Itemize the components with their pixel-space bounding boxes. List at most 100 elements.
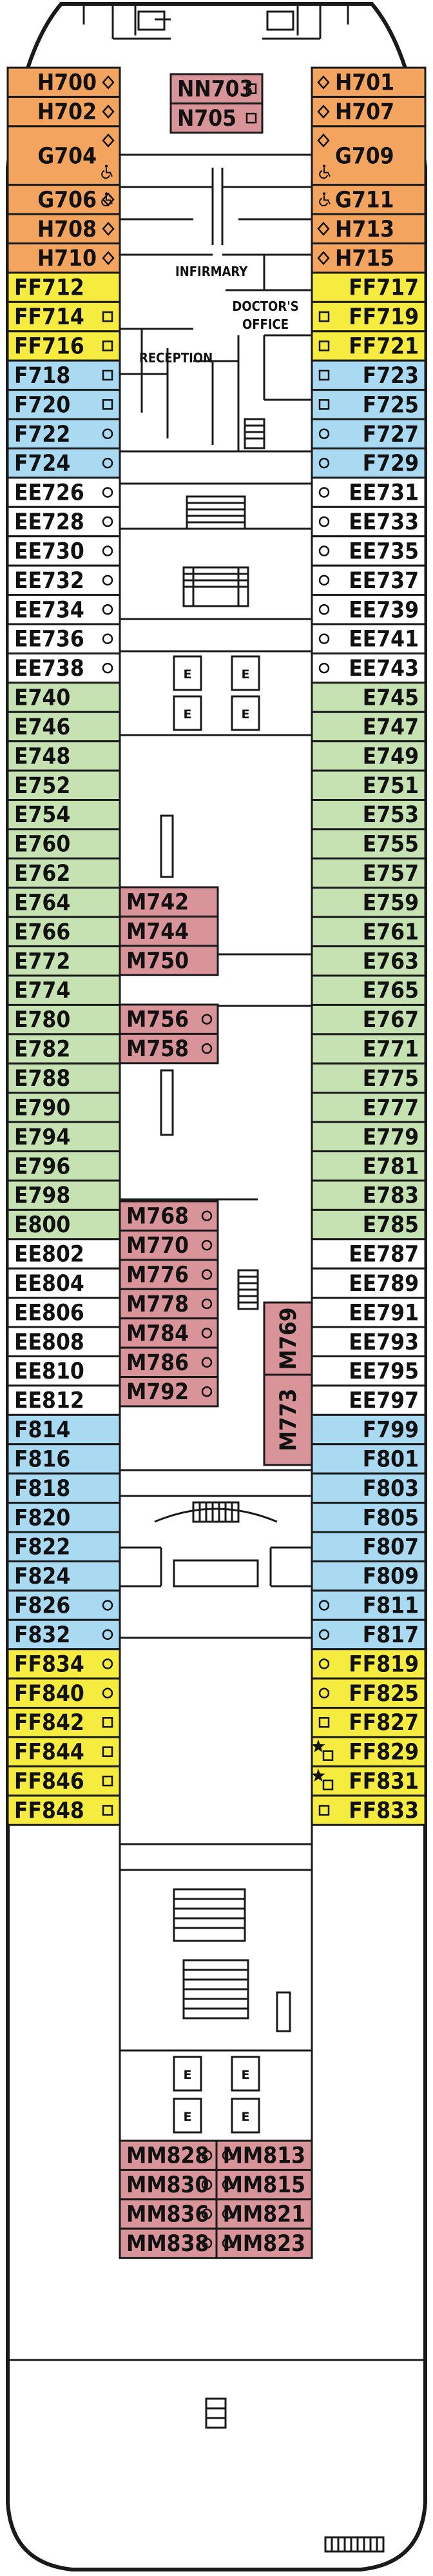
cabin-ff833[interactable]: FF833	[311, 1794, 427, 1826]
cabin-f722[interactable]: F722	[6, 418, 121, 449]
cabin-ee733[interactable]: EE733	[311, 506, 427, 538]
cabin-f718[interactable]: F718	[6, 359, 121, 391]
cabin-e800[interactable]: E800	[6, 1208, 121, 1241]
cabin-f816[interactable]: F816	[6, 1443, 121, 1475]
cabin-m758[interactable]: M758	[119, 1032, 219, 1065]
cabin-f803[interactable]: F803	[311, 1472, 427, 1504]
cabin-e765[interactable]: E765	[311, 974, 427, 1006]
cabin-e764[interactable]: E764	[6, 887, 121, 918]
cabin-ee789[interactable]: EE789	[311, 1267, 427, 1299]
cabin-m769[interactable]: M769	[263, 1301, 313, 1376]
cabin-e763[interactable]: E763	[311, 945, 427, 977]
cabin-ee730[interactable]: EE730	[6, 535, 121, 567]
cabin-f809[interactable]: F809	[311, 1560, 427, 1592]
cabin-f832[interactable]: F832	[6, 1618, 121, 1651]
cabin-ee735[interactable]: EE735	[311, 535, 427, 567]
cabin-f799[interactable]: F799	[311, 1413, 427, 1446]
cabin-m742[interactable]: M742	[119, 886, 219, 918]
cabin-ff712[interactable]: FF712	[6, 271, 121, 303]
cabin-e761[interactable]: E761	[311, 916, 427, 948]
cabin-m773[interactable]: M773	[263, 1373, 313, 1466]
cabin-ff827[interactable]: FF827	[311, 1707, 427, 1738]
cabin-e772[interactable]: E772	[6, 945, 121, 977]
cabin-ee795[interactable]: EE795	[311, 1355, 427, 1387]
cabin-mm823[interactable]: MM823	[215, 2227, 313, 2259]
cabin-m768[interactable]: M768	[119, 1200, 219, 1232]
cabin-e781[interactable]: E781	[311, 1150, 427, 1182]
cabin-ff831[interactable]: FF831	[311, 1765, 427, 1797]
cabin-ee731[interactable]: EE731	[311, 477, 427, 508]
cabin-e757[interactable]: E757	[311, 857, 427, 889]
cabin-e751[interactable]: E751	[311, 769, 427, 801]
cabin-ee791[interactable]: EE791	[311, 1297, 427, 1328]
cabin-e766[interactable]: E766	[6, 916, 121, 948]
cabin-e767[interactable]: E767	[311, 1003, 427, 1036]
cabin-g709[interactable]: G709	[311, 125, 427, 186]
cabin-h713[interactable]: H713	[311, 213, 427, 245]
cabin-ee728[interactable]: EE728	[6, 506, 121, 538]
cabin-ff716[interactable]: FF716	[6, 330, 121, 362]
cabin-m784[interactable]: M784	[119, 1317, 219, 1349]
cabin-ee726[interactable]: EE726	[6, 477, 121, 508]
cabin-ee738[interactable]: EE738	[6, 652, 121, 684]
cabin-g711[interactable]: G711	[311, 184, 427, 215]
cabin-h710[interactable]: H710	[6, 242, 121, 274]
cabin-e749[interactable]: E749	[311, 740, 427, 772]
cabin-ee743[interactable]: EE743	[311, 652, 427, 684]
cabin-mm813[interactable]: MM813	[215, 2139, 313, 2171]
cabin-ff721[interactable]: FF721	[311, 330, 427, 362]
cabin-g706[interactable]: G706	[6, 184, 121, 215]
cabin-mm821[interactable]: MM821	[215, 2198, 313, 2230]
cabin-e775[interactable]: E775	[311, 1062, 427, 1094]
cabin-f720[interactable]: F720	[6, 389, 121, 420]
cabin-e796[interactable]: E796	[6, 1150, 121, 1182]
cabin-ff848[interactable]: FF848	[6, 1794, 121, 1826]
cabin-ee737[interactable]: EE737	[311, 564, 427, 596]
cabin-f807[interactable]: F807	[311, 1531, 427, 1562]
cabin-ff717[interactable]: FF717	[311, 271, 427, 303]
cabin-e762[interactable]: E762	[6, 857, 121, 889]
cabin-e747[interactable]: E747	[311, 711, 427, 743]
cabin-f729[interactable]: F729	[311, 447, 427, 479]
cabin-ee810[interactable]: EE810	[6, 1355, 121, 1387]
cabin-g704[interactable]: G704	[6, 125, 121, 186]
cabin-e788[interactable]: E788	[6, 1062, 121, 1094]
cabin-f801[interactable]: F801	[311, 1443, 427, 1475]
cabin-ff840[interactable]: FF840	[6, 1677, 121, 1709]
cabin-f811[interactable]: F811	[311, 1589, 427, 1621]
cabin-ee812[interactable]: EE812	[6, 1384, 121, 1416]
cabin-mm836[interactable]: MM836	[119, 2198, 218, 2230]
cabin-ee806[interactable]: EE806	[6, 1297, 121, 1328]
cabin-e794[interactable]: E794	[6, 1121, 121, 1153]
cabin-e790[interactable]: E790	[6, 1092, 121, 1123]
cabin-e779[interactable]: E779	[311, 1121, 427, 1153]
cabin-ee787[interactable]: EE787	[311, 1238, 427, 1270]
cabin-e759[interactable]: E759	[311, 887, 427, 918]
cabin-f723[interactable]: F723	[311, 359, 427, 391]
cabin-ee741[interactable]: EE741	[311, 623, 427, 654]
cabin-f727[interactable]: F727	[311, 418, 427, 449]
cabin-e740[interactable]: E740	[6, 682, 121, 713]
cabin-ee797[interactable]: EE797	[311, 1384, 427, 1416]
cabin-h715[interactable]: H715	[311, 242, 427, 274]
cabin-f818[interactable]: F818	[6, 1472, 121, 1504]
cabin-f814[interactable]: F814	[6, 1413, 121, 1446]
cabin-f820[interactable]: F820	[6, 1502, 121, 1533]
cabin-f817[interactable]: F817	[311, 1618, 427, 1651]
cabin-mm828[interactable]: MM828	[119, 2139, 218, 2171]
cabin-n705[interactable]: N705	[169, 102, 264, 134]
cabin-ff819[interactable]: FF819	[311, 1648, 427, 1680]
cabin-h707[interactable]: H707	[311, 95, 427, 128]
cabin-f725[interactable]: F725	[311, 389, 427, 420]
cabin-e753[interactable]: E753	[311, 799, 427, 831]
cabin-e745[interactable]: E745	[311, 682, 427, 713]
cabin-h708[interactable]: H708	[6, 213, 121, 245]
cabin-e774[interactable]: E774	[6, 974, 121, 1006]
cabin-ff846[interactable]: FF846	[6, 1765, 121, 1797]
cabin-m744[interactable]: M744	[119, 915, 219, 947]
cabin-ff719[interactable]: FF719	[311, 300, 427, 333]
cabin-ff714[interactable]: FF714	[6, 300, 121, 333]
cabin-ee739[interactable]: EE739	[311, 594, 427, 625]
cabin-ee732[interactable]: EE732	[6, 564, 121, 596]
cabin-m756[interactable]: M756	[119, 1003, 219, 1035]
